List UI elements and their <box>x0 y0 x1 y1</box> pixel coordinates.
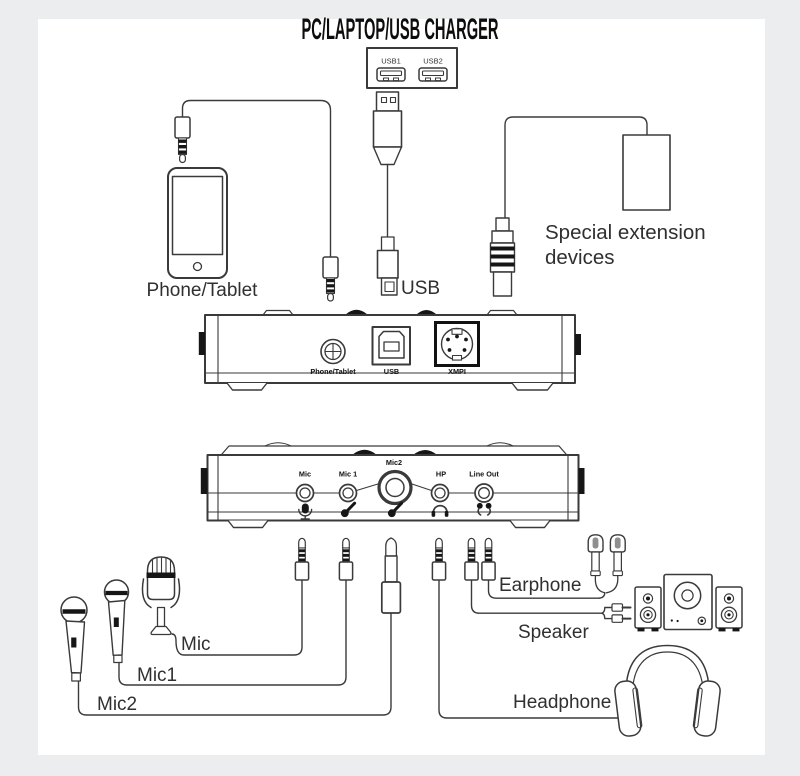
phone-tablet-label: Phone/Tablet <box>147 280 259 301</box>
mic2-plug <box>380 537 402 614</box>
mic-port-label: Mic <box>299 470 311 479</box>
xmpi-port-label: XMPI <box>448 367 466 376</box>
mic2-label: Mic2 <box>97 694 137 715</box>
hp-port-label: HP <box>436 470 446 479</box>
earphone-cable <box>487 579 606 599</box>
mic1-port-label: Mic 1 <box>339 470 357 479</box>
mic-label: Mic <box>181 634 211 655</box>
line-out-port: Line Out <box>469 470 499 503</box>
mic1-label: Mic1 <box>137 665 177 686</box>
mic-cable <box>171 579 303 656</box>
rca-plugs <box>611 603 632 623</box>
mic1-plug <box>338 537 354 581</box>
aux-plug-top <box>174 116 191 164</box>
panel-seam-lines <box>206 482 580 494</box>
usb1-label: USB1 <box>381 57 401 66</box>
special-extension-label-line2: devices <box>545 246 615 269</box>
lineout-plug-1 <box>464 537 479 581</box>
mic-plug <box>294 537 310 581</box>
aux-cable <box>174 99 339 302</box>
extension-device-box <box>622 134 671 211</box>
usb2-label: USB2 <box>423 57 443 66</box>
hp-port: HP <box>430 470 450 503</box>
mic2-port-icon <box>387 501 404 518</box>
phone-icon <box>167 167 228 279</box>
usb-charger-hub: USB1 USB2 <box>366 47 458 89</box>
special-extension-device: Special extension devices <box>489 116 706 297</box>
usb-b-port-label: USB <box>384 367 399 376</box>
mic-port: Mic <box>295 470 315 503</box>
speaker-label: Speaker <box>518 622 589 643</box>
special-extension-label-line1: Special extension <box>545 221 706 244</box>
usb-b-port: USB <box>371 326 411 376</box>
xlr-connector <box>489 217 516 297</box>
hp-plug <box>431 537 447 581</box>
phone-tablet-port-label: Phone/Tablet <box>310 367 356 376</box>
handheld-mic1-icon <box>103 579 130 664</box>
headphone-cable <box>438 579 619 719</box>
headphone-icon <box>614 644 721 737</box>
handheld-mic2-icon <box>60 596 88 682</box>
headphone-label: Headphone <box>513 692 611 713</box>
mic-port-icon <box>298 503 313 520</box>
page-title: PC/LAPTOP/USB CHARGER <box>302 13 499 46</box>
subwoofer <box>663 573 713 631</box>
cables <box>77 579 619 719</box>
earbud-port-icon <box>476 502 492 516</box>
satellite-speaker-left <box>634 586 662 632</box>
speaker-cable <box>470 579 613 620</box>
cable-plugs <box>294 537 496 614</box>
front-panel: Mic Mic 1 Mic2 HP Line Out <box>200 442 585 529</box>
satellite-speaker-right <box>715 586 743 632</box>
usb-cable-label: USB <box>401 278 440 299</box>
speaker-system-icon <box>611 573 743 632</box>
mic1-port: Mic 1 <box>338 470 358 503</box>
usb-cable: USB <box>372 91 440 299</box>
mic1-cable <box>118 579 347 686</box>
usb1-port <box>376 67 406 82</box>
usb2-port <box>418 67 448 82</box>
xmpi-port: XMPI <box>434 321 480 376</box>
back-panel: Phone/Tablet USB XMPI <box>198 309 581 391</box>
headphone-port-icon <box>431 504 449 517</box>
studio-mic-icon <box>141 556 181 636</box>
line-out-port-label: Line Out <box>469 470 499 479</box>
mic2-port-label: Mic2 <box>386 458 402 467</box>
aux-plug-bottom <box>322 256 339 302</box>
mic1-port-icon <box>340 501 357 518</box>
mic2-port: Mic2 <box>377 458 413 506</box>
earbuds-icon <box>587 534 626 594</box>
mic2-cable <box>77 612 392 716</box>
earphone-label: Earphone <box>499 575 581 596</box>
phone-tablet-port: Phone/Tablet <box>310 338 356 376</box>
lineout-plug-2 <box>481 537 496 581</box>
